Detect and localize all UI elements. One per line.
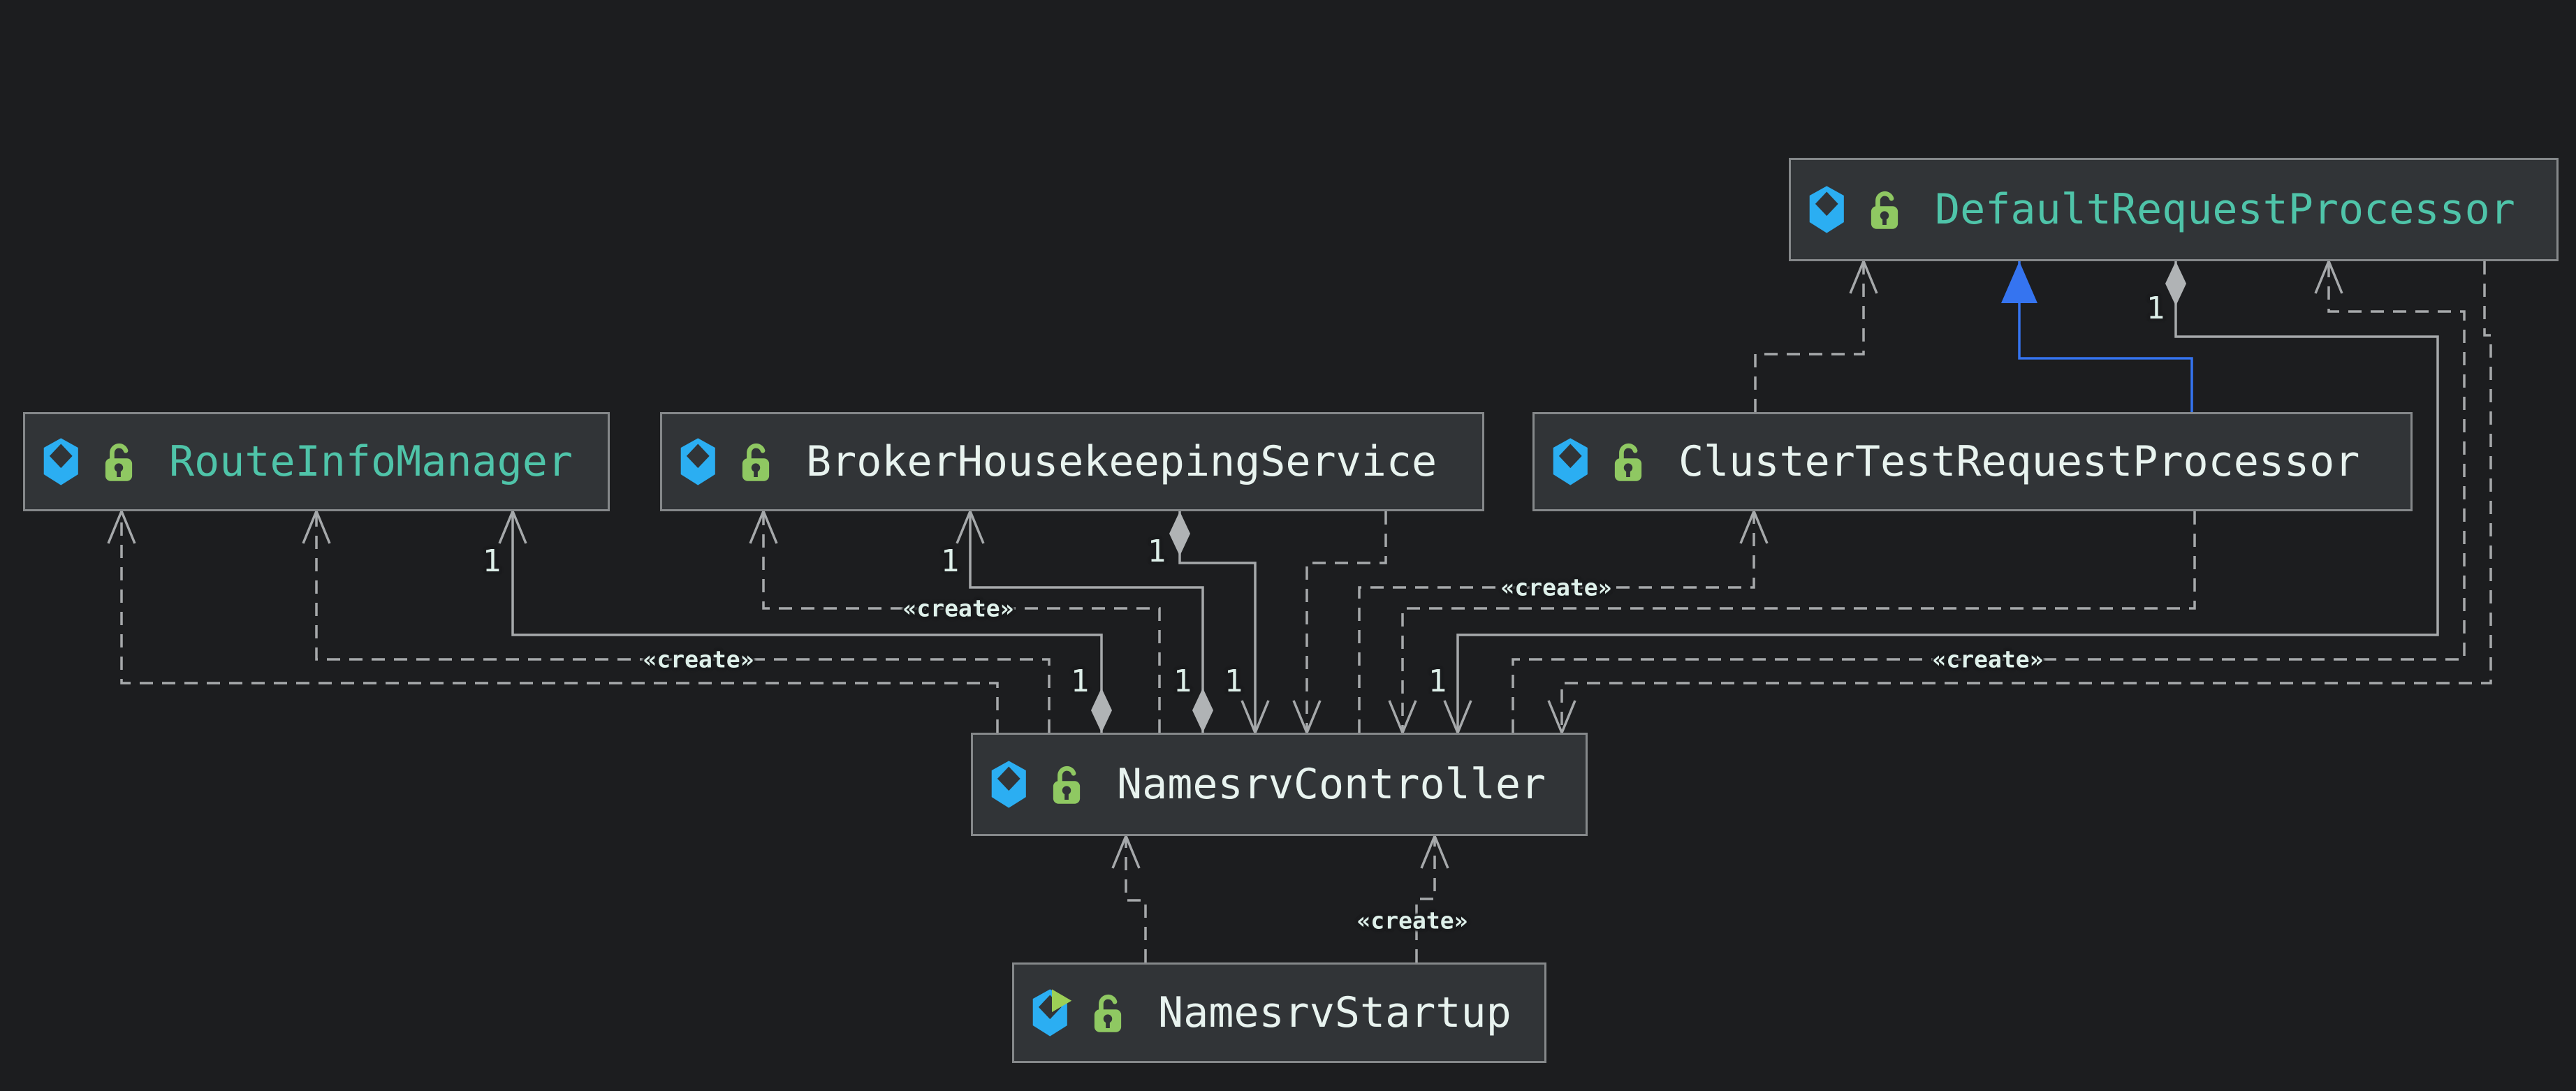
edge-namesrvcontroller-to-brokerhousekeepingservice-create[interactable] <box>749 508 1161 733</box>
aggregation-diamond-icon <box>2165 261 2186 306</box>
class-node-clustertestrequestprocessor[interactable]: ClusterTestRequestProcessor <box>1532 412 2413 511</box>
class-node-defaultrequestprocessor[interactable]: DefaultRequestProcessor <box>1789 158 2559 261</box>
edge-clustertestrequestprocessor-to-defaultrequestprocessor-dependency[interactable] <box>1754 258 1878 412</box>
class-name-label: NamesrvStartup <box>1158 988 1512 1037</box>
edge-defaultrequestprocessor-namesrvcontroller-aggregation[interactable] <box>1443 261 2439 736</box>
edge-namesrvcontroller-brokerhousekeepingservice-aggregation[interactable] <box>956 508 1213 733</box>
unlocked-padlock-icon <box>742 443 770 481</box>
edge-namesrvcontroller-to-routeinfomanager-create[interactable] <box>302 508 1051 733</box>
unlocked-padlock-icon <box>1614 443 1642 481</box>
aggregation-diamond-icon <box>1192 688 1213 733</box>
class-node-namesrvstartup[interactable]: NamesrvStartup <box>1012 962 1546 1063</box>
filled-triangle-arrowhead-icon <box>2001 261 2037 303</box>
open-arrowhead-icon <box>107 508 136 544</box>
class-name-label: DefaultRequestProcessor <box>1935 185 2515 234</box>
class-node-namesrvcontroller[interactable]: NamesrvController <box>971 733 1588 836</box>
edge-brokerhousekeepingservice-namesrvcontroller-aggregation[interactable] <box>1169 511 1270 736</box>
class-node-routeinfomanager[interactable]: RouteInfoManager <box>23 412 610 511</box>
edge-namesrvstartup-to-namesrvcontroller-dependency[interactable] <box>1111 833 1147 962</box>
class-cube-icon <box>43 438 78 485</box>
class-cube-icon <box>991 761 1026 808</box>
runnable-class-cube-icon <box>1032 989 1072 1037</box>
open-arrowhead-icon <box>1849 258 1878 294</box>
class-cube-icon <box>1553 438 1588 485</box>
open-arrowhead-icon <box>302 508 331 544</box>
edge-namesrvcontroller-to-clustertestrequestprocessor-create[interactable] <box>1358 508 1769 733</box>
class-cube-icon <box>1809 186 1844 233</box>
unlocked-padlock-icon <box>1094 994 1122 1032</box>
open-arrowhead-icon <box>498 508 527 544</box>
edge-brokerhousekeepingservice-to-namesrvcontroller-dependency[interactable] <box>1292 511 1387 736</box>
class-cube-icon <box>680 438 715 485</box>
edge-clustertestrequestprocessor-extends-defaultrequestprocessor[interactable] <box>2001 261 2193 412</box>
unlocked-padlock-icon <box>105 443 133 481</box>
edge-namesrvcontroller-to-routeinfomanager-dependency[interactable] <box>107 508 999 733</box>
edge-namesrvcontroller-routeinfomanager-aggregation[interactable] <box>498 508 1112 733</box>
open-arrowhead-icon <box>956 508 985 544</box>
unlocked-padlock-icon <box>1871 191 1898 229</box>
open-arrowhead-icon <box>1420 833 1449 869</box>
run-arrow-icon <box>1052 989 1072 1013</box>
class-name-label: NamesrvController <box>1117 760 1546 809</box>
open-arrowhead-icon <box>749 508 778 544</box>
aggregation-diamond-icon <box>1091 688 1112 733</box>
open-arrowhead-icon <box>1739 508 1769 544</box>
edge-clustertestrequestprocessor-to-namesrvcontroller-dependency[interactable] <box>1388 511 2196 736</box>
aggregation-diamond-icon <box>1169 511 1190 556</box>
edge-namesrvstartup-to-namesrvcontroller-create[interactable] <box>1415 833 1449 962</box>
open-arrowhead-icon <box>1111 833 1141 869</box>
unlocked-padlock-icon <box>1053 766 1081 804</box>
class-name-label: ClusterTestRequestProcessor <box>1678 437 2360 486</box>
edge-namesrvcontroller-to-defaultrequestprocessor-create[interactable] <box>1512 258 2466 733</box>
class-node-brokerhousekeepingservice[interactable]: BrokerHousekeepingService <box>660 412 1484 511</box>
class-name-label: BrokerHousekeepingService <box>806 437 1437 486</box>
class-name-label: RouteInfoManager <box>169 437 573 486</box>
open-arrowhead-icon <box>2314 258 2343 294</box>
